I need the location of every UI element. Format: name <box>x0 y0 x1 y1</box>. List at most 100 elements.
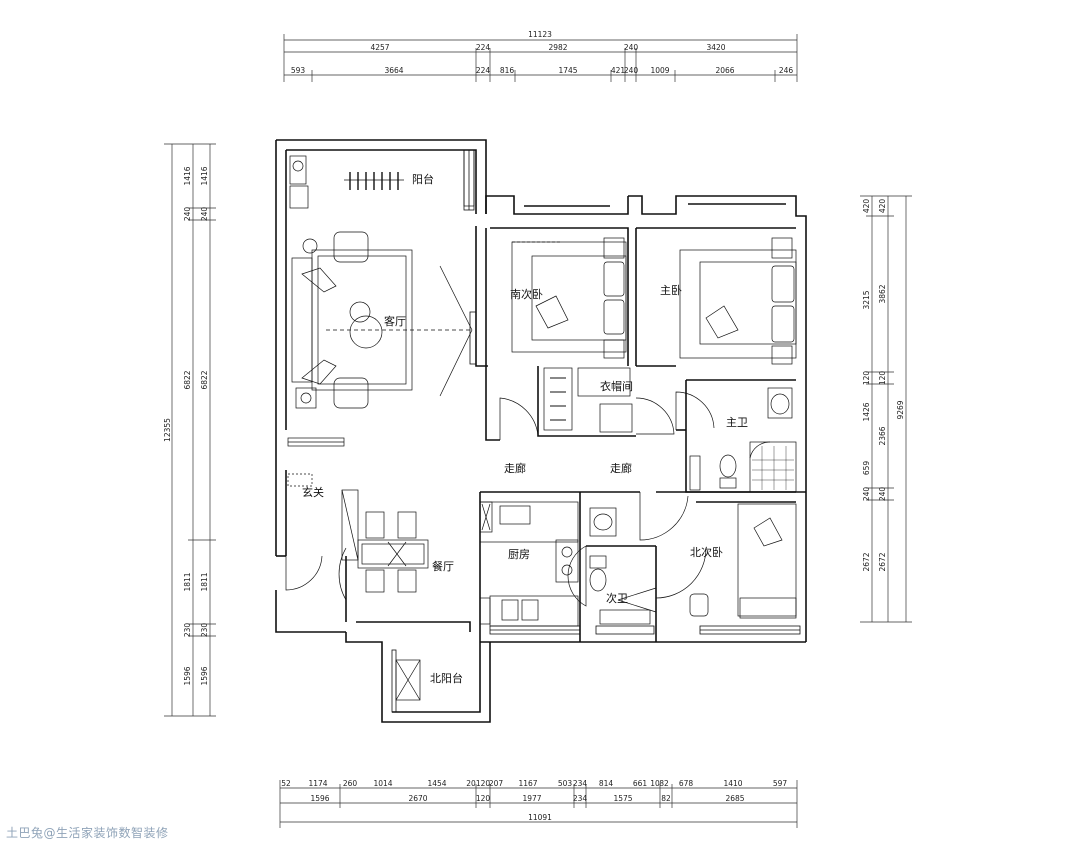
dim-bottom-r2: 2670 <box>408 794 427 803</box>
dim-right-total: 9269 <box>896 400 905 419</box>
dim-left-outer: 230 <box>183 623 192 638</box>
room-label-entrance: 玄关 <box>302 485 324 499</box>
dim-top-r2: 3664 <box>384 66 403 75</box>
dim-right-inner: 420 <box>862 199 871 214</box>
left-dimension-labels: 12355 1416 240 6822 1811 230 1596 1416 2… <box>163 166 209 685</box>
room-label-living: 客厅 <box>384 314 406 328</box>
north-balcony-fixtures <box>395 659 421 701</box>
dim-left-outer: 1811 <box>183 572 192 591</box>
dim-right-inner: 1426 <box>862 402 871 421</box>
second-bath-fixtures <box>589 507 657 625</box>
dim-right-outer: 2366 <box>878 426 887 445</box>
dim-bottom-r1: 1174 <box>308 779 327 788</box>
watermark: 土巴兔@生活家装饰数智装修 <box>6 826 169 840</box>
dim-top-r2: 2066 <box>715 66 734 75</box>
dim-left-outer: 240 <box>183 207 192 222</box>
windows <box>391 149 801 713</box>
dim-right-inner: 2672 <box>862 552 871 571</box>
room-label-balcony: 阳台 <box>412 172 434 186</box>
dim-bottom-r2: 234 <box>573 794 588 803</box>
dim-left-total: 12355 <box>163 418 172 442</box>
dim-right-inner: 240 <box>862 487 871 502</box>
dim-right-inner: 3215 <box>862 290 871 309</box>
south-bedroom-furniture <box>511 237 627 359</box>
dim-bottom-r1: 661 <box>633 779 648 788</box>
walls <box>275 139 807 723</box>
dim-right-outer: 420 <box>878 199 887 214</box>
dim-bottom-r1: 10 <box>650 779 660 788</box>
dim-bottom-r2: 2685 <box>725 794 744 803</box>
bottom-dimension-labels: 52 1174 260 1014 1454 20 120 207 1167 50… <box>281 779 787 822</box>
dim-top-r2: 816 <box>500 66 515 75</box>
dim-bottom-r1: 120 <box>476 779 491 788</box>
bottom-dimension-chains <box>279 780 798 828</box>
dim-bottom-r2: 1977 <box>522 794 541 803</box>
right-dimension-chains <box>860 195 912 623</box>
dim-top-r1: 224 <box>476 43 491 52</box>
north-bedroom-furniture <box>689 503 797 619</box>
room-label-cloakroom: 衣帽间 <box>600 379 633 393</box>
dim-bottom-r2: 82 <box>661 794 671 803</box>
dim-bottom-r1: 1167 <box>518 779 537 788</box>
dim-right-outer: 2672 <box>878 552 887 571</box>
dim-top-r1: 4257 <box>370 43 389 52</box>
dim-bottom-r2: 1575 <box>613 794 632 803</box>
dim-top-r2: 1745 <box>558 66 577 75</box>
dim-bottom-r1: 20 <box>466 779 476 788</box>
dim-top-r2: 240 <box>624 66 639 75</box>
dim-bottom-total: 11091 <box>528 813 552 822</box>
room-label-kitchen: 厨房 <box>508 548 530 561</box>
dim-bottom-r1: 1454 <box>427 779 446 788</box>
dim-bottom-r2: 120 <box>476 794 491 803</box>
living-furniture <box>291 231 473 409</box>
room-label-south-bedroom: 南次卧 <box>510 287 543 301</box>
dim-left-outer: 1596 <box>183 666 192 685</box>
dining-furniture <box>357 511 429 593</box>
entrance-furniture <box>287 437 359 561</box>
dim-bottom-r1: 207 <box>489 779 504 788</box>
top-dimension-chains <box>283 34 798 82</box>
dim-top-r2: 246 <box>779 66 794 75</box>
dim-bottom-r1: 678 <box>679 779 694 788</box>
dim-top-r1: 240 <box>624 43 639 52</box>
dim-bottom-r1: 234 <box>573 779 588 788</box>
room-labels: 阳台 客厅 南次卧 衣帽间 主卧 主卫 走廊 走廊 玄关 餐厅 厨房 次卫 北次… <box>302 172 748 685</box>
dim-bottom-r1: 82 <box>659 779 669 788</box>
top-dimension-labels: 11123 4257 224 2982 240 3420 593 3664 22… <box>291 30 794 75</box>
master-bedroom-furniture <box>679 237 797 365</box>
dim-top-r2: 593 <box>291 66 306 75</box>
dim-left-outer: 6822 <box>183 370 192 389</box>
dim-top-r2: 224 <box>476 66 491 75</box>
dim-bottom-r1: 1410 <box>723 779 742 788</box>
room-label-corridor-right: 走廊 <box>610 461 632 475</box>
dim-bottom-r1: 503 <box>558 779 573 788</box>
right-dimension-labels: 420 3215 120 1426 659 240 2672 420 3862 … <box>862 199 905 572</box>
room-label-second-bath: 次卫 <box>606 591 628 605</box>
dim-left-inner: 6822 <box>200 370 209 389</box>
dim-top-r2: 1009 <box>650 66 669 75</box>
dim-right-outer: 3862 <box>878 284 887 303</box>
dim-bottom-r1: 260 <box>343 779 358 788</box>
dim-right-outer: 240 <box>878 487 887 502</box>
dim-bottom-r1: 597 <box>773 779 788 788</box>
dim-left-inner: 1596 <box>200 666 209 685</box>
room-label-master-bedroom: 主卧 <box>660 284 682 297</box>
master-bath-fixtures <box>689 387 797 493</box>
dim-bottom-r1: 814 <box>599 779 614 788</box>
dim-right-inner: 659 <box>862 461 871 476</box>
room-label-dining: 餐厅 <box>432 559 454 573</box>
room-label-corridor-left: 走廊 <box>504 461 526 475</box>
dim-right-outer: 120 <box>878 371 887 386</box>
kitchen-fixtures <box>479 501 579 627</box>
dim-left-inner: 1416 <box>200 166 209 185</box>
dim-left-outer: 1416 <box>183 166 192 185</box>
dim-left-inner: 230 <box>200 623 209 638</box>
doors <box>285 391 715 607</box>
dim-top-r1: 3420 <box>706 43 725 52</box>
room-label-north-balcony: 北阳台 <box>430 671 463 685</box>
dim-bottom-r1: 1014 <box>373 779 392 788</box>
dim-top-r1: 2982 <box>548 43 567 52</box>
dim-right-inner: 120 <box>862 371 871 386</box>
dim-top-total: 11123 <box>528 30 552 39</box>
